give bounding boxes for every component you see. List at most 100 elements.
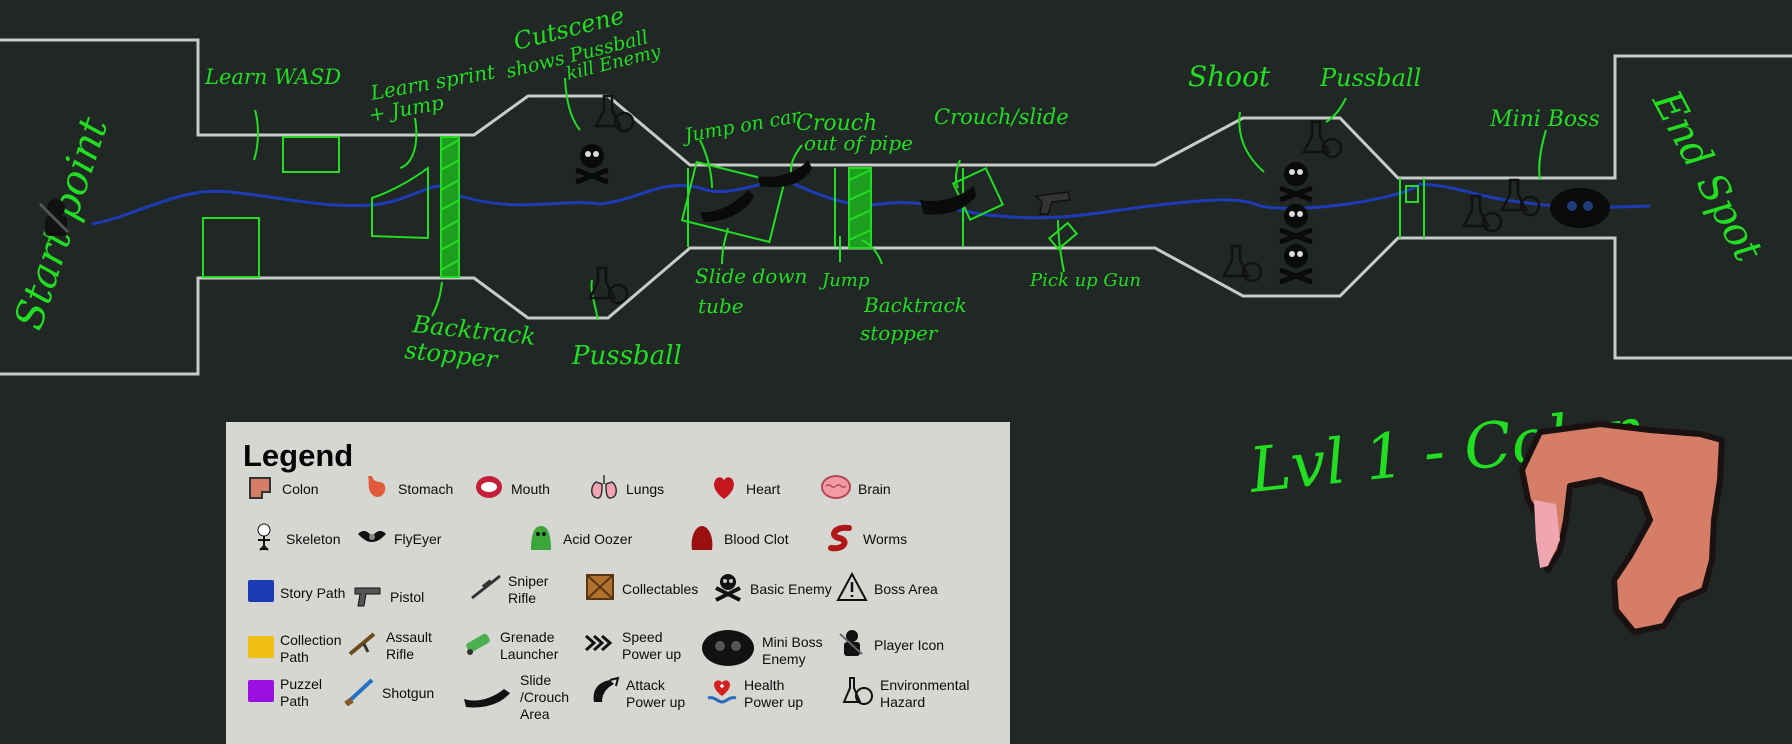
legend-item: Heart bbox=[708, 472, 780, 507]
mouth-icon bbox=[473, 472, 505, 507]
backtrack-stopper-1 bbox=[440, 136, 460, 278]
attack-power-icon bbox=[588, 676, 620, 711]
acid-oozer-icon bbox=[525, 522, 557, 557]
backtrack-stopper-2 bbox=[848, 167, 872, 249]
legend-item-label: Slide /Crouch Area bbox=[520, 672, 570, 722]
legend-item-label: Blood Clot bbox=[724, 531, 789, 547]
grenade-launcher-icon bbox=[462, 628, 494, 663]
warning-triangle-icon bbox=[836, 571, 868, 607]
assault-rifle-icon bbox=[348, 628, 380, 663]
legend-item: Colon bbox=[244, 472, 319, 507]
legend-item-label: Environmental Hazard bbox=[880, 676, 970, 710]
label-end-spot: End Spot bbox=[1643, 82, 1772, 270]
label-shoot: Shoot bbox=[1188, 60, 1271, 93]
legend-item: Puzzel Path bbox=[248, 676, 322, 710]
legend-item-label: Story Path bbox=[280, 585, 346, 601]
label-crouch-slide: Crouch/slide bbox=[934, 105, 1069, 129]
slide-area-markers bbox=[700, 160, 976, 222]
shotgun-icon bbox=[344, 676, 376, 711]
speed-arrows-icon bbox=[584, 628, 616, 663]
legend-item: Pistol bbox=[352, 580, 424, 615]
colon-artwork bbox=[1519, 421, 1725, 635]
label-backtrack-stopper-2: Backtrack bbox=[863, 293, 967, 317]
stomach-icon bbox=[360, 472, 392, 507]
skeleton-icon bbox=[248, 522, 280, 557]
legend-item: Slide /Crouch Area bbox=[462, 672, 569, 723]
mini-boss-icon bbox=[700, 628, 756, 673]
legend-item-label: Mini Boss Enemy bbox=[762, 633, 823, 667]
sniper-rifle-icon bbox=[470, 572, 502, 607]
brain-icon bbox=[820, 472, 852, 507]
legend-item: Health Power up bbox=[706, 676, 803, 711]
legend-item-label: Health Power up bbox=[744, 676, 804, 710]
legend-item: Shotgun bbox=[344, 676, 434, 711]
legend-item-label: Sniper Rifle bbox=[508, 572, 549, 606]
legend-item: Mouth bbox=[473, 472, 550, 507]
label-jump: Jump bbox=[818, 270, 870, 291]
legend-item-label: Stomach bbox=[398, 481, 454, 497]
crate-icon bbox=[584, 572, 616, 607]
legend-item: Worms bbox=[825, 522, 907, 557]
story-path-swatch bbox=[248, 580, 274, 607]
pistol-pickup-marker bbox=[1034, 191, 1071, 215]
legend-item-label: Acid Oozer bbox=[563, 531, 633, 547]
legend-item-label: Shotgun bbox=[382, 685, 435, 701]
legend-item-label: Player Icon bbox=[874, 637, 945, 653]
legend-item: Speed Power up bbox=[584, 628, 681, 663]
basic-enemy-markers bbox=[575, 144, 1313, 285]
legend-item-label: Skeleton bbox=[286, 531, 341, 547]
legend-item-label: Assault Rifle bbox=[386, 628, 432, 662]
legend-item-label: Grenade Launcher bbox=[500, 628, 559, 662]
legend-item: Collectables bbox=[584, 572, 698, 607]
legend-item: Basic Enemy bbox=[712, 572, 832, 607]
label-pussball-upper: Pussball bbox=[1319, 64, 1421, 92]
flyeyer-icon bbox=[356, 522, 388, 557]
legend-item-label: Speed Power up bbox=[622, 628, 682, 662]
legend-item-label: Lungs bbox=[626, 481, 665, 497]
skull-crossbones-icon bbox=[712, 572, 744, 607]
slide-icon bbox=[462, 681, 514, 714]
legend-item: Attack Power up bbox=[588, 676, 685, 711]
legend-item-label: Pistol bbox=[390, 589, 425, 605]
label-out-of-pipe: out of pipe bbox=[804, 131, 913, 155]
legend-item-label: FlyEyer bbox=[394, 531, 442, 547]
legend-item: Boss Area bbox=[836, 571, 938, 607]
lungs-icon bbox=[588, 472, 620, 507]
legend-item-label: Mouth bbox=[511, 481, 550, 497]
label-learn-wasd: Learn WASD bbox=[204, 65, 341, 89]
environmental-hazard-icon bbox=[842, 676, 874, 711]
legend-item: Skeleton bbox=[248, 522, 340, 557]
legend-item: Stomach bbox=[360, 472, 453, 507]
label-mini-boss: Mini Boss bbox=[1489, 107, 1600, 132]
legend-item: Lungs bbox=[588, 472, 664, 507]
legend-item-label: Puzzel Path bbox=[280, 676, 323, 709]
collection-path-swatch bbox=[248, 635, 274, 663]
story-path-line bbox=[91, 180, 1651, 226]
legend-item-label: Boss Area bbox=[874, 581, 938, 597]
legend-title: Legend bbox=[243, 438, 354, 473]
blood-clot-icon bbox=[686, 522, 718, 557]
legend-item: Blood Clot bbox=[686, 522, 789, 557]
label-tube: tube bbox=[698, 294, 744, 318]
legend-item-label: Attack Power up bbox=[626, 676, 686, 710]
label-pussball-lower: Pussball bbox=[571, 341, 682, 371]
legend-item-label: Brain bbox=[858, 481, 891, 497]
player-start-marker bbox=[38, 199, 70, 236]
legend-panel bbox=[226, 422, 1010, 744]
legend-item: Player Icon bbox=[836, 628, 944, 663]
mini-boss-marker bbox=[1550, 188, 1610, 228]
legend-item-label: Collection Path bbox=[280, 632, 342, 665]
legend-item: FlyEyer bbox=[356, 522, 441, 557]
legend-item-label: Worms bbox=[863, 531, 908, 547]
map-annotations: Start point End Spot Learn WASD Learn sp… bbox=[6, 1, 1772, 374]
legend-item: Collection Path bbox=[248, 632, 341, 666]
pistol-icon bbox=[352, 580, 384, 615]
legend-item-label: Collectables bbox=[622, 581, 699, 597]
label-crouch: Crouch bbox=[796, 111, 877, 136]
legend-item-label: Basic Enemy bbox=[750, 581, 832, 597]
legend-item: Story Path bbox=[248, 580, 345, 607]
label-backtrack-stopper-2b: stopper bbox=[860, 321, 939, 345]
legend-item: Assault Rifle bbox=[348, 628, 432, 663]
legend-item: Brain bbox=[820, 472, 891, 507]
